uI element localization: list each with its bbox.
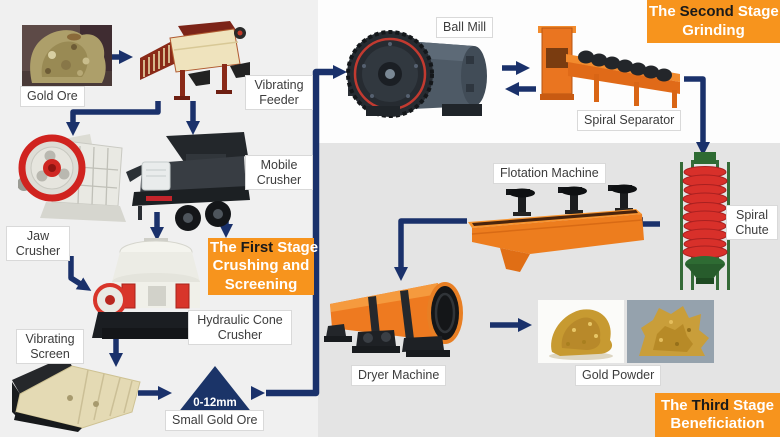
spiral-chute-label: Spiral Chute [726, 205, 778, 240]
ball-mill-image [346, 22, 502, 119]
dryer-machine-image [324, 280, 488, 364]
small-gold-ore-label: Small Gold Ore [165, 410, 265, 431]
flotation-machine-label: Flotation Machine [493, 163, 606, 184]
vibrating-feeder-image [138, 20, 256, 102]
spiral-chute-image [674, 152, 736, 294]
stage-third-desc-1: Beneficiation [670, 415, 765, 432]
gold-ore-label: Gold Ore [20, 86, 85, 107]
gold-powder-photo-1 [538, 300, 624, 363]
spiral-separator-image [538, 24, 688, 116]
hydraulic-cone-crusher-image [92, 238, 218, 342]
jaw-crusher-image [18, 126, 134, 226]
flotation-machine-image [468, 184, 644, 274]
mobile-crusher-image [126, 132, 250, 238]
gold-powder-photo-2 [627, 300, 714, 363]
stage-first-desc-2: Screening [224, 275, 298, 293]
vibrating-screen-image [12, 352, 142, 432]
ball-mill-label: Ball Mill [436, 17, 494, 38]
mobile-crusher-label: Mobile Crusher [245, 155, 313, 190]
jaw-crusher-label: Jaw Crusher [6, 226, 70, 261]
cone-crusher-label: Hydraulic Cone Crusher [188, 310, 292, 345]
vibrating-screen-label: Vibrating Screen [16, 329, 84, 364]
gold-ore-photo [22, 25, 112, 86]
particle-size-text: 0-12mm [193, 397, 237, 409]
stage-second-desc-1: Grinding [682, 21, 745, 39]
vibrating-feeder-label: Vibrating Feeder [245, 75, 313, 110]
dryer-machine-label: Dryer Machine [351, 365, 447, 386]
spiral-separator-label: Spiral Separator [577, 110, 682, 131]
gold-powder-label: Gold Powder [575, 365, 662, 386]
stage-first-desc-1: Crushing and [212, 257, 310, 275]
